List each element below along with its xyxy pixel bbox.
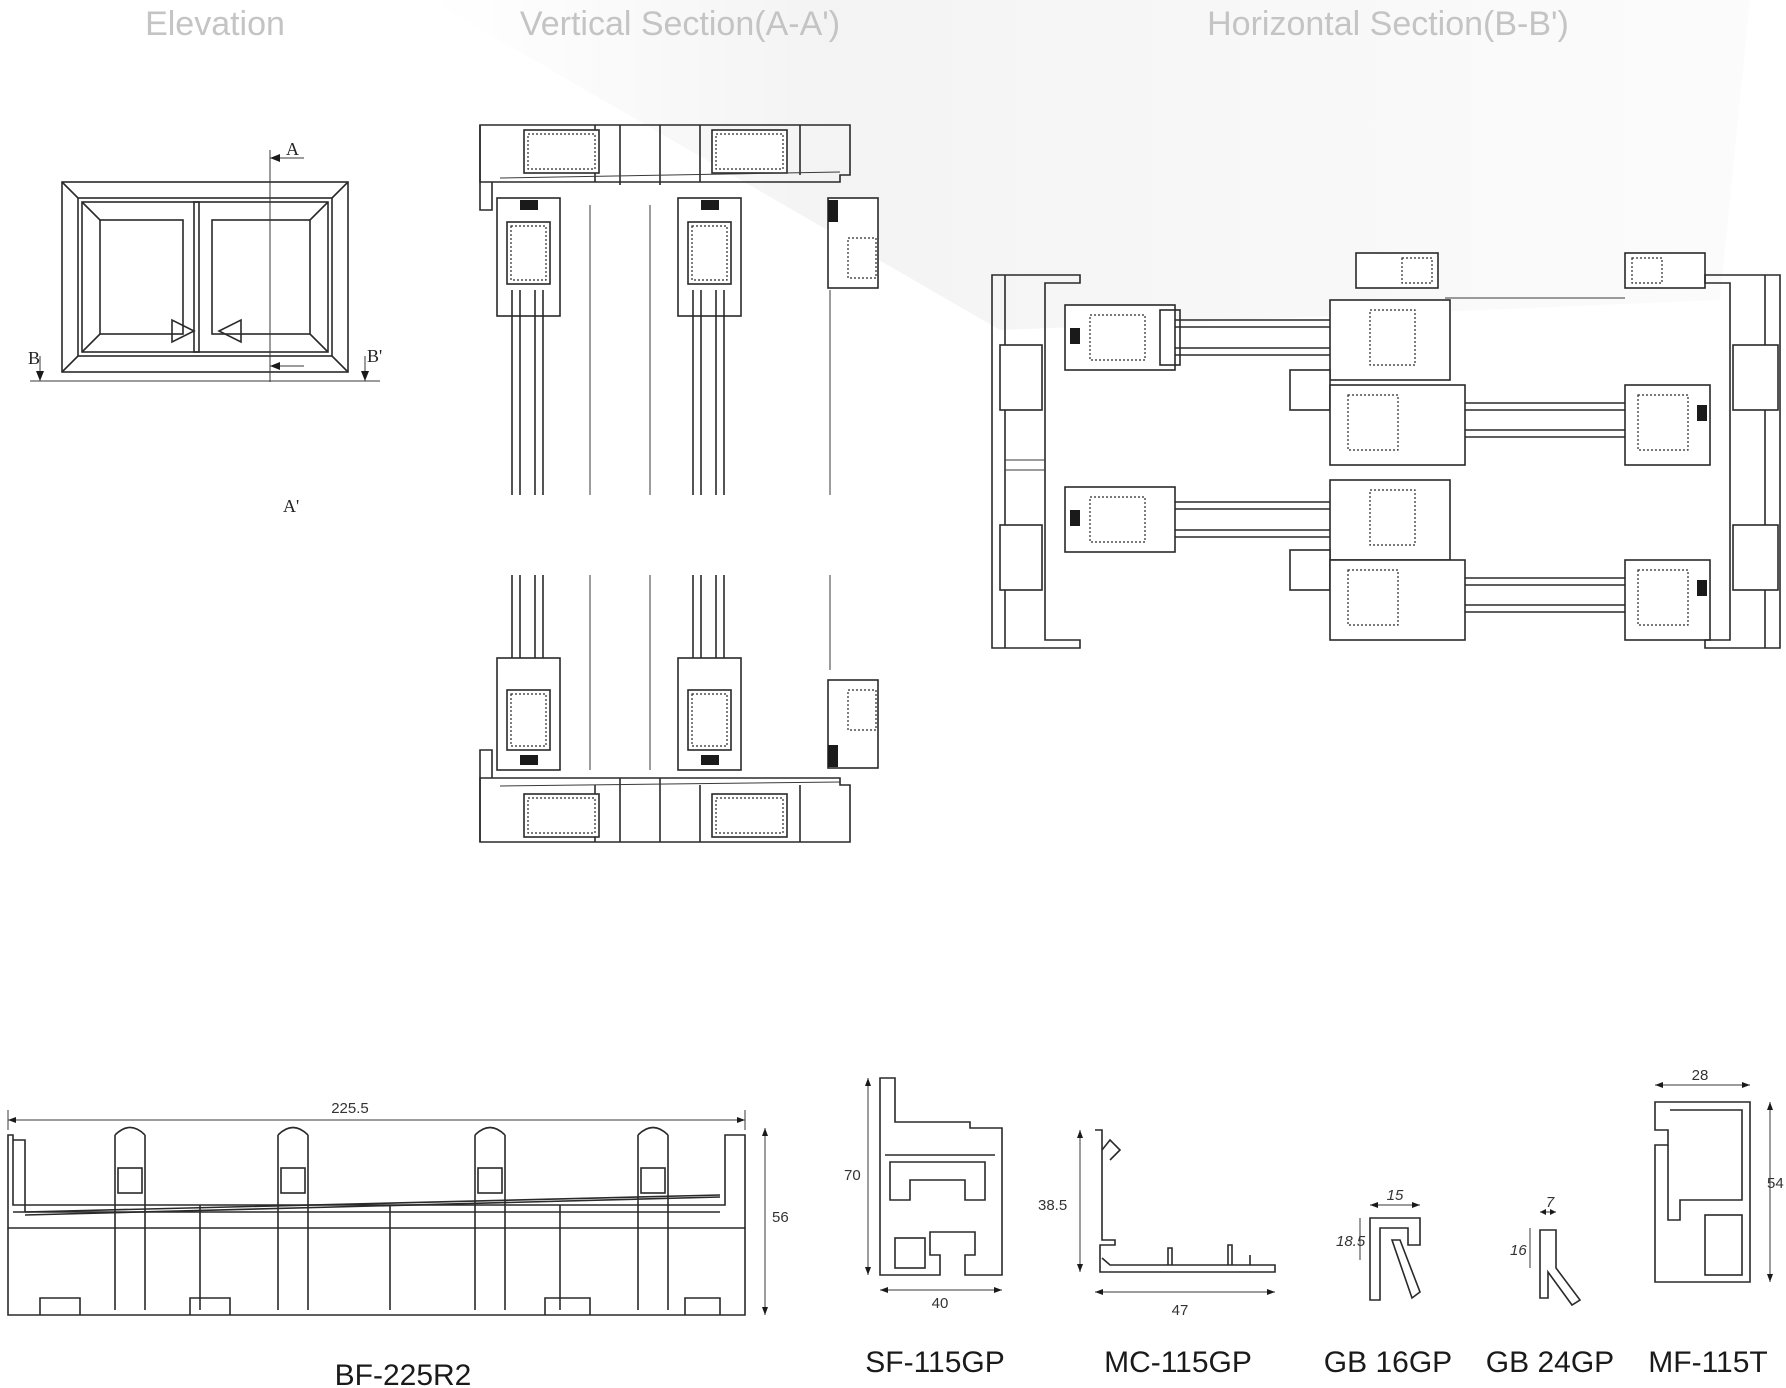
profile-gb-16gp: [1359, 1202, 1421, 1301]
horizontal-section-drawing: [991, 252, 1781, 649]
marker-a: A: [286, 139, 299, 159]
bf-225r2-width: 225.5: [331, 1100, 369, 1117]
bf-225r2-height: 56: [772, 1209, 789, 1226]
gb-16gp-height: 18.5: [1336, 1233, 1366, 1250]
profile-bf-225r2: [7, 1110, 768, 1316]
profile-mf-115t: [1654, 1082, 1773, 1283]
sf-115gp-height: 70: [844, 1167, 861, 1184]
profile-gb-24gp: [1529, 1209, 1582, 1307]
mf-115t-width: 28: [1692, 1067, 1709, 1084]
marker-b: B: [28, 348, 40, 368]
profile-sf-115gp: [865, 1077, 1003, 1293]
elevation-drawing: [30, 150, 380, 382]
elevation-title: Elevation: [145, 5, 285, 43]
profile-mc-115gp: [1077, 1129, 1276, 1295]
mf-115t-height: 54: [1767, 1175, 1784, 1192]
gb-24gp-label: GB 24GP: [1486, 1346, 1614, 1379]
sf-115gp-width: 40: [932, 1295, 949, 1312]
mf-115t-label: MF-115T: [1648, 1346, 1767, 1379]
vertical-section-title: Vertical Section(A-A'): [520, 5, 840, 43]
gb-24gp-width: 7: [1546, 1194, 1555, 1211]
mc-115gp-label: MC-115GP: [1104, 1346, 1252, 1379]
gb-16gp-width: 15: [1387, 1187, 1404, 1204]
gb-16gp-label: GB 16GP: [1324, 1346, 1452, 1379]
mc-115gp-width: 47: [1172, 1302, 1189, 1319]
marker-a-prime: A': [283, 496, 299, 516]
marker-b-prime: B': [367, 346, 382, 366]
background-shade: [430, 0, 1750, 330]
bf-225r2-label: BF-225R2: [335, 1359, 472, 1388]
horizontal-section-title: Horizontal Section(B-B'): [1207, 5, 1569, 43]
mc-115gp-height: 38.5: [1038, 1197, 1067, 1214]
sf-115gp-label: SF-115GP: [865, 1346, 1005, 1379]
vertical-section-drawing: [479, 124, 879, 843]
gb-24gp-height: 16: [1510, 1242, 1527, 1259]
